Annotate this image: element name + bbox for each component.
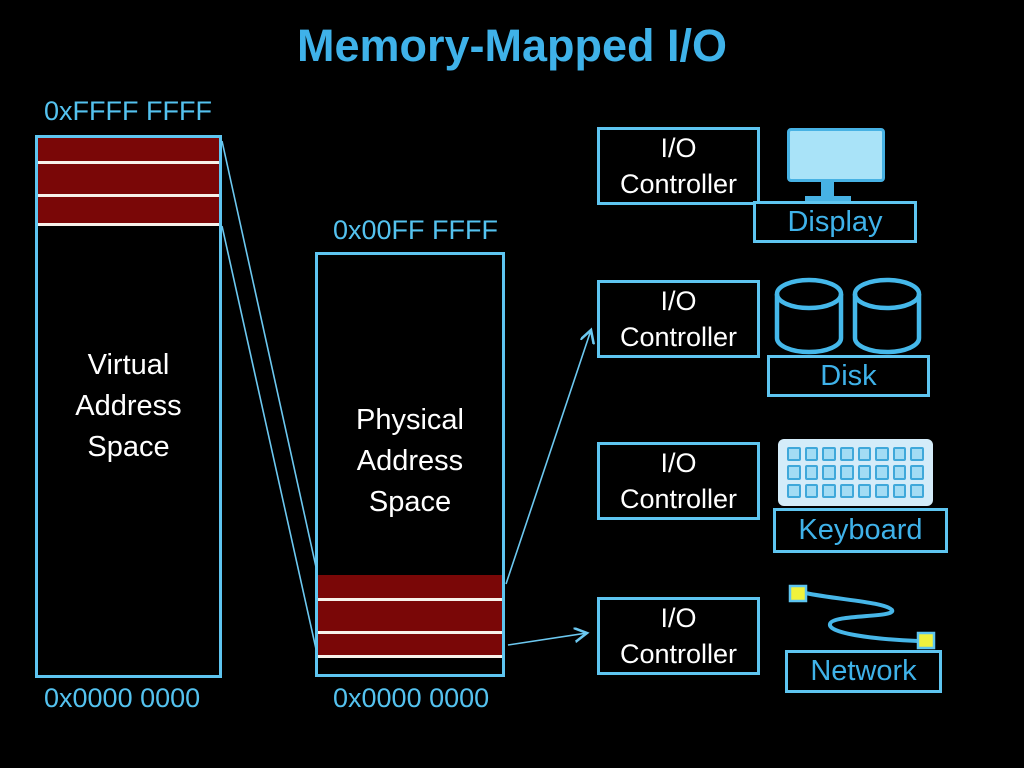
keyboard-key bbox=[857, 483, 872, 498]
keyboard-key bbox=[875, 465, 889, 480]
keyboard-key bbox=[804, 465, 819, 480]
display-label-box: Display bbox=[753, 201, 917, 243]
band-separator bbox=[38, 161, 219, 164]
disk-label-box: Disk bbox=[767, 355, 930, 397]
io-controller-box-1: I/O Controller bbox=[597, 127, 760, 205]
band-separator bbox=[318, 655, 502, 658]
network-icon bbox=[788, 584, 936, 650]
mapped-band bbox=[38, 138, 219, 161]
monitor-icon-base bbox=[805, 196, 851, 203]
mapped-band bbox=[318, 601, 502, 631]
mapped-band bbox=[38, 164, 219, 194]
virtual-space-bottom-address: 0x0000 0000 bbox=[44, 683, 201, 713]
keyboard-key bbox=[822, 483, 836, 498]
disk-icon bbox=[774, 277, 922, 355]
keyboard-key bbox=[839, 447, 854, 462]
virtual-mapped-region bbox=[38, 138, 219, 226]
keyboard-label: Keyboard bbox=[798, 514, 923, 546]
band-separator bbox=[318, 631, 502, 634]
network-label-box: Network bbox=[785, 650, 942, 693]
keyboard-label-box: Keyboard bbox=[773, 508, 948, 553]
keyboard-key bbox=[892, 447, 907, 462]
band-separator bbox=[38, 194, 219, 197]
virtual-space-top-address: 0xFFFF FFFF bbox=[44, 96, 212, 126]
io-controller-box-2: I/O Controller bbox=[597, 280, 760, 358]
virtual-space-label: Virtual Address Space bbox=[75, 349, 182, 463]
keyboard-key bbox=[839, 483, 854, 498]
physical-mapped-region bbox=[318, 575, 502, 658]
physical-space-top-address: 0x00FF FFFF bbox=[333, 215, 499, 245]
keyboard-icon bbox=[778, 439, 933, 506]
keyboard-key bbox=[839, 465, 854, 480]
io-controller-box-3: I/O Controller bbox=[597, 442, 760, 520]
keyboard-key bbox=[787, 447, 801, 462]
keyboard-key bbox=[892, 483, 907, 498]
physical-space-bottom-address: 0x0000 0000 bbox=[333, 683, 490, 713]
physical-space-label: Physical Address Space bbox=[356, 404, 464, 518]
band-separator bbox=[318, 598, 502, 601]
monitor-icon-stand bbox=[821, 181, 834, 198]
keyboard-key bbox=[804, 483, 819, 498]
keyboard-key bbox=[875, 447, 889, 462]
physical-to-controller-arrow-disk bbox=[505, 330, 591, 585]
io-controller-label: I/O Controller bbox=[619, 133, 738, 199]
keyboard-key bbox=[822, 465, 836, 480]
virtual-to-physical-line-bottom bbox=[221, 225, 317, 650]
keyboard-key bbox=[787, 465, 801, 480]
mapped-band bbox=[318, 575, 502, 598]
monitor-icon bbox=[787, 128, 885, 182]
keyboard-key bbox=[910, 465, 924, 480]
keyboard-key bbox=[804, 447, 819, 462]
keyboard-key bbox=[910, 483, 924, 498]
disk-label: Disk bbox=[820, 359, 877, 392]
io-controller-label: I/O Controller bbox=[619, 448, 738, 514]
band-separator bbox=[38, 223, 219, 226]
keyboard-key bbox=[857, 447, 872, 462]
virtual-address-space-box: Virtual Address Space bbox=[35, 135, 222, 678]
physical-to-controller-arrow-network bbox=[507, 633, 587, 646]
keyboard-key bbox=[892, 465, 907, 480]
page-title: Memory-Mapped I/O bbox=[296, 20, 728, 71]
network-label: Network bbox=[810, 655, 917, 687]
io-controller-label: I/O Controller bbox=[619, 286, 738, 352]
display-label: Display bbox=[787, 205, 883, 238]
mapped-band bbox=[318, 634, 502, 655]
physical-address-space-box: Physical Address Space bbox=[315, 252, 505, 677]
keyboard-icon-keys bbox=[787, 447, 924, 498]
keyboard-key bbox=[875, 483, 889, 498]
mapped-band bbox=[38, 197, 219, 223]
io-controller-box-4: I/O Controller bbox=[597, 597, 760, 675]
keyboard-key bbox=[822, 447, 836, 462]
keyboard-key bbox=[857, 465, 872, 480]
keyboard-key bbox=[787, 483, 801, 498]
keyboard-key bbox=[910, 447, 924, 462]
virtual-to-physical-line-top bbox=[221, 140, 317, 568]
io-controller-label: I/O Controller bbox=[619, 603, 738, 669]
